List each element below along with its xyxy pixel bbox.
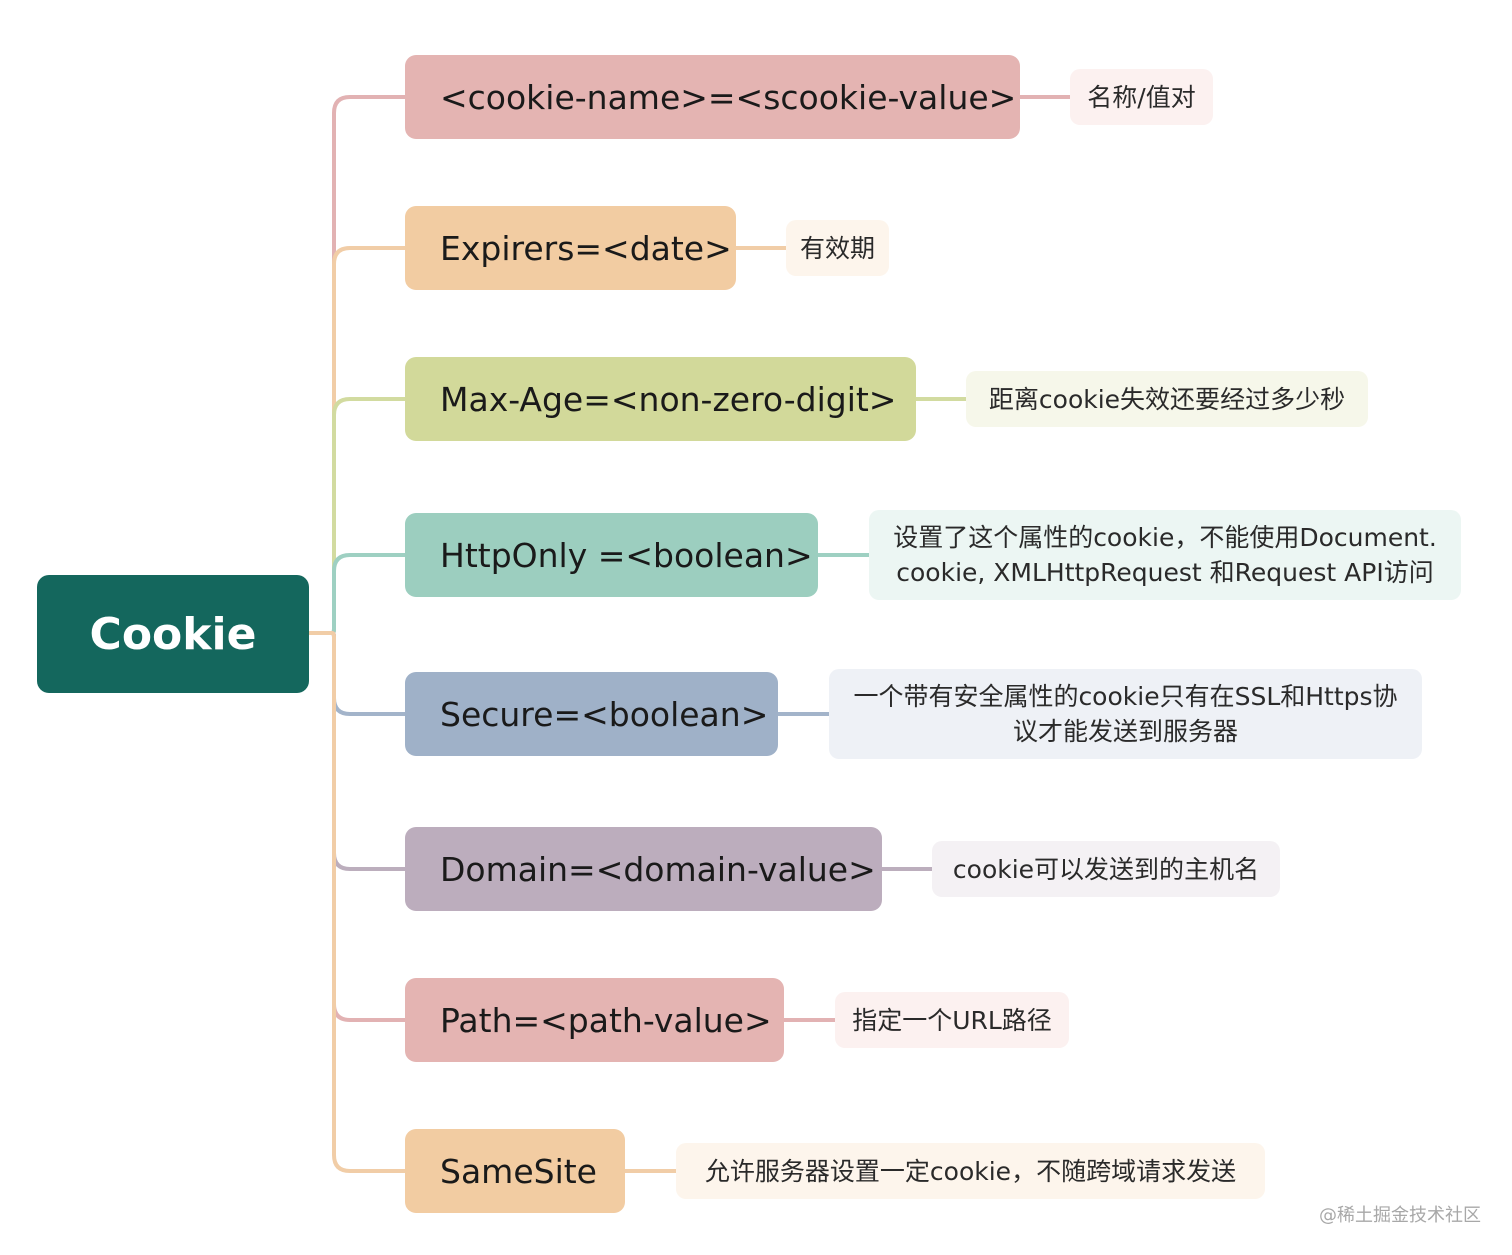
attribute-description-1: 名称/值对 [1070,69,1213,125]
attribute-description-text: 允许服务器设置一定cookie，不随跨域请求发送 [704,1156,1237,1186]
attribute-description-4: 设置了这个属性的cookie，不能使用Document. cookie, XML… [869,510,1461,600]
attribute-description-3: 距离cookie失效还要经过多少秒 [966,371,1368,427]
attribute-description-text: 一个带有安全属性的cookie只有在SSL和Https协 议才能发送到服务器 [853,682,1398,746]
branch-line-1 [307,95,407,635]
branch-line-3 [307,397,407,635]
branch-line-5 [307,631,407,716]
branch-line-6 [307,631,407,871]
attribute-label: SameSite [440,1151,597,1191]
attribute-description-text: 指定一个URL路径 [852,1005,1052,1035]
attribute-node-5: Secure=<boolean> [405,672,778,756]
branch-line-4 [307,553,407,635]
branch-line-2 [307,246,407,635]
attribute-description-text: 有效期 [799,233,875,263]
attribute-description-text: 名称/值对 [1087,82,1196,112]
attribute-label: Path=<path-value> [440,1000,772,1040]
attribute-description-text: 设置了这个属性的cookie，不能使用Document. cookie, XML… [893,523,1437,587]
attribute-node-8: SameSite [405,1129,625,1213]
attribute-node-2: Expirers=<date> [405,206,736,290]
attribute-node-1: <cookie-name>=<scookie-value> [405,55,1020,139]
attribute-node-7: Path=<path-value> [405,978,784,1062]
attribute-label: HttpOnly =<boolean> [440,535,813,575]
attribute-label: Max-Age=<non-zero-digit> [440,379,897,419]
attribute-label: Expirers=<date> [440,228,732,268]
attribute-label: <cookie-name>=<scookie-value> [440,77,1017,117]
branch-line-7 [307,631,407,1022]
attribute-node-4: HttpOnly =<boolean> [405,513,818,597]
attribute-description-5: 一个带有安全属性的cookie只有在SSL和Https协 议才能发送到服务器 [829,669,1422,759]
root-node-cookie: Cookie [37,575,309,693]
attribute-description-text: cookie可以发送到的主机名 [952,854,1260,884]
attribute-node-3: Max-Age=<non-zero-digit> [405,357,916,441]
attribute-description-8: 允许服务器设置一定cookie，不随跨域请求发送 [676,1143,1265,1199]
root-node-label: Cookie [89,608,257,660]
attribute-label: Secure=<boolean> [440,694,769,734]
attribute-description-7: 指定一个URL路径 [835,992,1069,1048]
branch-line-8 [307,631,407,1173]
attribute-description-text: 距离cookie失效还要经过多少秒 [988,384,1346,414]
attribute-node-6: Domain=<domain-value> [405,827,882,911]
attribute-description-2: 有效期 [786,220,889,276]
attribute-description-6: cookie可以发送到的主机名 [932,841,1280,897]
attribute-label: Domain=<domain-value> [440,849,876,889]
watermark: @稀土掘金技术社区 [1319,1205,1481,1226]
